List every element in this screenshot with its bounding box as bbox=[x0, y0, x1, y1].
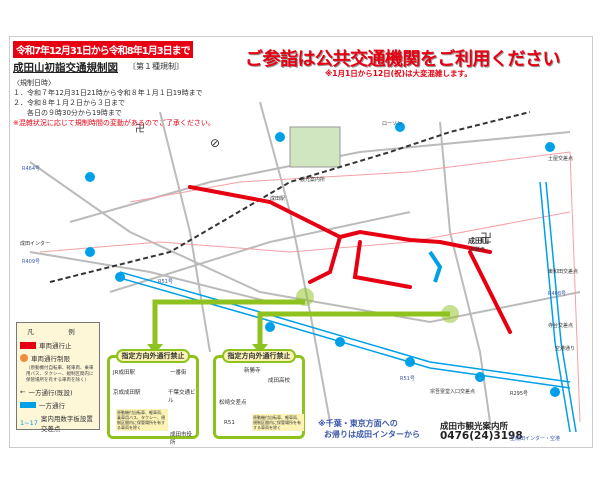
regulation-type: 〔第１種規制〕 bbox=[128, 62, 184, 71]
place-sogo-reido-intersection: 宗吾霊堂入口交差点 bbox=[430, 389, 476, 395]
closed-swatch bbox=[20, 341, 36, 349]
tourist-office: 成田市観光案内所 bbox=[440, 422, 509, 432]
temple-icon: 卍 bbox=[480, 231, 492, 245]
place-lawson: ローソン bbox=[382, 121, 403, 127]
road-r51: R51号 bbox=[400, 376, 415, 382]
road-r408: R408号 bbox=[548, 291, 567, 297]
place-higashiwada-intersection: 東和田交差点 bbox=[548, 269, 579, 275]
park bbox=[289, 126, 341, 168]
schedule: 〈規制日時〉 １．令和７年12月31日21時から令和８年１月１日19時まで ２．… bbox=[13, 79, 215, 127]
road-r51: R51号 bbox=[158, 279, 173, 285]
temple-icon: 卍 bbox=[135, 123, 145, 135]
railway bbox=[49, 111, 531, 283]
streets bbox=[29, 101, 581, 423]
callout-arrow bbox=[152, 299, 305, 347]
route-51-blue bbox=[119, 181, 577, 433]
restriction-icon bbox=[20, 354, 28, 362]
oneway-arrow-icon: ← bbox=[20, 388, 26, 396]
callout-box-temple: 指定方向外通行禁止 新勝寺 成田高校 松崎交差点 R51 原動機付自転車、軽車両… bbox=[213, 349, 305, 439]
place-tsuchiya: 土屋交差点 bbox=[548, 156, 574, 162]
road-r409: R409号 bbox=[22, 259, 41, 265]
markers bbox=[85, 122, 560, 397]
page-title: 成田山初詣交通規制図 bbox=[13, 62, 118, 74]
public-transport-banner: ご参詣は公共交通機関をご利用ください bbox=[245, 49, 561, 70]
return-note: ※千葉・東京方面への お帰りは成田インターから bbox=[318, 419, 420, 439]
place-shinshoji: 新勝寺 bbox=[470, 247, 486, 253]
legend: 凡 例 車両通行止 車両通行制限 （原動機付自転車、軽車両、乗車用バス、タクシー… bbox=[16, 322, 100, 433]
callout-arrow bbox=[257, 311, 450, 347]
closed-roads bbox=[188, 185, 512, 334]
place-terada-intersection: 寺台交差点 bbox=[548, 323, 574, 329]
route-outline bbox=[39, 151, 581, 423]
crowd-note: ※1月1日から12日(祝)は大変混雑します。 bbox=[325, 69, 472, 78]
oneway-road bbox=[428, 250, 443, 283]
marker-range-icon: 1~17 bbox=[20, 419, 38, 427]
interchange-direction: 至成田インター・空港 bbox=[510, 436, 561, 442]
place-airport-road: 空港通り bbox=[555, 346, 576, 352]
compass-icon: ⊘ bbox=[210, 136, 220, 150]
oneway-swatch bbox=[20, 402, 36, 408]
place-station: 成田駅 bbox=[270, 196, 286, 202]
road-r295: R295号 bbox=[510, 391, 529, 397]
date-range: 令和7年12月31日から令和8年1月3日まで bbox=[13, 41, 193, 58]
place-naritasan: 成田山 bbox=[468, 237, 489, 245]
traffic-map: 卍 卍 ⊘ bbox=[29, 101, 581, 433]
road-r464: R464号 bbox=[22, 166, 41, 172]
place-tourist-info: 観光案内所 bbox=[300, 177, 326, 183]
callout-box-station: 指定方向外通行禁止 JR成田駅 京成成田駅 成田市役所 一番街 千葉交通ビル 原… bbox=[107, 349, 199, 446]
place-interchange: 成田インター bbox=[20, 241, 51, 247]
tourist-office-phone: 0476(24)3198 bbox=[440, 430, 523, 442]
